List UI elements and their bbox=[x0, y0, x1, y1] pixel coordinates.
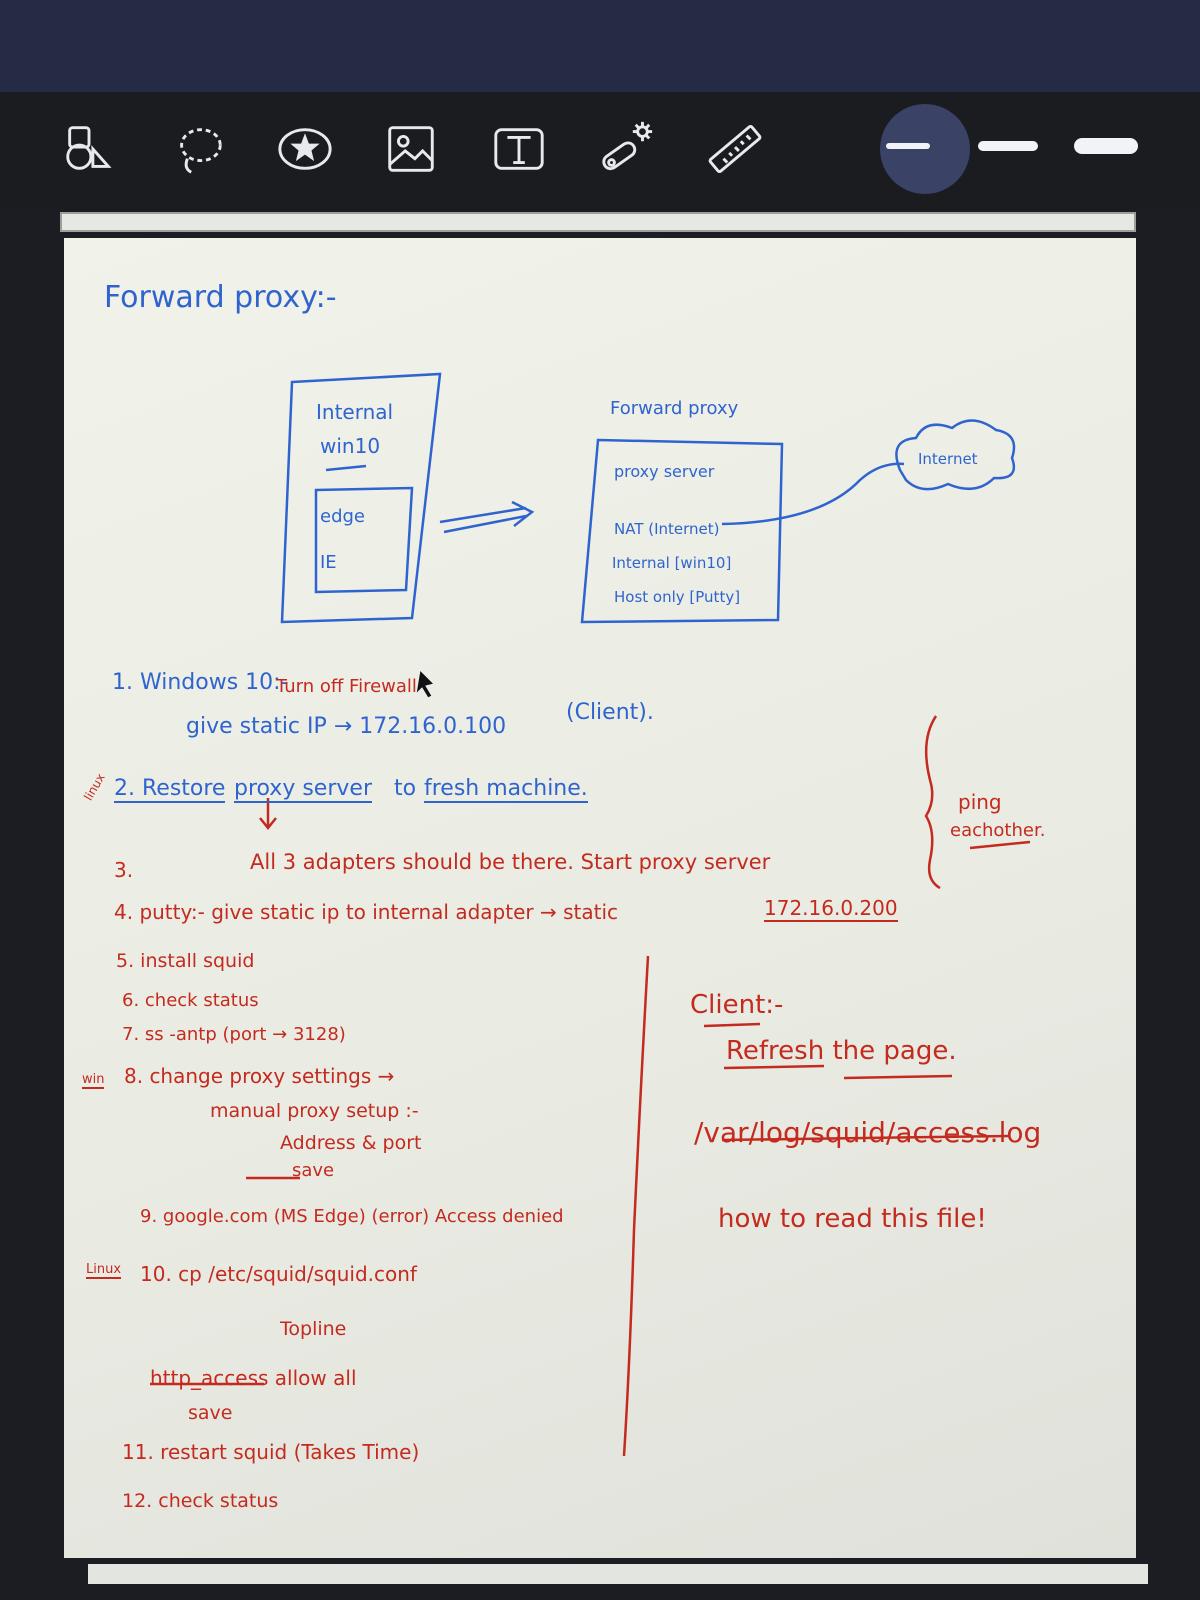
step-2-proxy-server: proxy server bbox=[234, 776, 372, 803]
image-icon[interactable] bbox=[380, 118, 442, 180]
step-8-side-note: win bbox=[82, 1072, 105, 1089]
proxy-label: Forward proxy bbox=[610, 398, 739, 419]
step-12: 12. check status bbox=[122, 1490, 279, 1512]
step-4: 4. putty:- give static ip to internal ad… bbox=[114, 900, 619, 924]
step-11: 11. restart squid (Takes Time) bbox=[122, 1440, 420, 1464]
page-title: Forward proxy:- bbox=[104, 280, 337, 315]
step-3: All 3 adapters should be there. Start pr… bbox=[250, 850, 771, 874]
proxy-box-line1: proxy server bbox=[614, 462, 715, 481]
step-4-ip: 172.16.0.200 bbox=[764, 896, 898, 922]
proxy-box-line2: NAT (Internet) bbox=[614, 520, 720, 538]
pen-size-thin-icon bbox=[886, 143, 930, 149]
step-3-number: 3. bbox=[114, 858, 134, 882]
internet-label: Internet bbox=[918, 450, 978, 468]
previous-page-edge bbox=[60, 212, 1136, 232]
proxy-box-line3: Internal [win10] bbox=[612, 554, 732, 572]
step-1-firewall: Turn off Firewall bbox=[276, 676, 417, 697]
step-5: 5. install squid bbox=[116, 950, 255, 972]
step-9: 9. google.com (MS Edge) (error) Access d… bbox=[140, 1206, 564, 1227]
step-7: 7. ss -antp (port → 3128) bbox=[122, 1024, 346, 1045]
pen-size-thin-button[interactable] bbox=[880, 104, 970, 194]
next-page-edge bbox=[88, 1564, 1148, 1584]
client-box-line1: Internal bbox=[316, 400, 394, 424]
client-heading: Client:- bbox=[690, 990, 784, 1020]
step-8: 8. change proxy settings → bbox=[124, 1064, 395, 1088]
how-to-read-note: how to read this file! bbox=[718, 1204, 987, 1234]
eachother-note: eachother. bbox=[950, 820, 1046, 841]
shapes-icon[interactable] bbox=[58, 118, 120, 180]
log-path: /var/log/squid/access.log bbox=[694, 1116, 1042, 1149]
pen-size-medium-button[interactable] bbox=[978, 141, 1038, 151]
step-2-to: to bbox=[394, 776, 417, 801]
step-6: 6. check status bbox=[122, 990, 259, 1011]
browser-edge: edge bbox=[320, 506, 365, 527]
drawing-toolbar bbox=[0, 92, 1200, 210]
ping-note: ping bbox=[958, 790, 1002, 814]
client-box-line2: win10 bbox=[320, 434, 381, 458]
step-10-topline: Topline bbox=[280, 1318, 347, 1340]
step-8-address: Address & port bbox=[280, 1132, 422, 1154]
step-1-static-ip: give static IP → 172.16.0.100 bbox=[186, 714, 507, 739]
step-1-client: (Client). bbox=[566, 700, 654, 725]
step-10-http-access: http_access allow all bbox=[150, 1366, 357, 1390]
refresh-note: Refresh the page. bbox=[726, 1036, 957, 1066]
step-2-restore: 2. Restore bbox=[114, 776, 226, 803]
lasso-select-icon[interactable] bbox=[168, 118, 230, 180]
note-page[interactable] bbox=[64, 238, 1136, 1558]
proxy-box-line4: Host only [Putty] bbox=[614, 588, 741, 606]
step-10-save: save bbox=[188, 1402, 233, 1424]
step-10-side-note: Linux bbox=[86, 1262, 122, 1279]
text-tool-icon[interactable] bbox=[488, 118, 550, 180]
step-2-fresh-machine: fresh machine. bbox=[424, 776, 588, 803]
window-top-bar bbox=[0, 0, 1200, 92]
browser-ie: IE bbox=[320, 552, 337, 573]
laser-pointer-icon[interactable] bbox=[596, 118, 658, 180]
step-8-manual: manual proxy setup :- bbox=[210, 1100, 419, 1122]
step-1-heading: 1. Windows 10:- bbox=[112, 670, 289, 695]
sticker-icon[interactable] bbox=[274, 118, 336, 180]
step-8-save: save bbox=[292, 1160, 335, 1181]
pen-size-thick-button[interactable] bbox=[1074, 138, 1138, 154]
step-10: 10. cp /etc/squid/squid.conf bbox=[140, 1262, 417, 1286]
ruler-icon[interactable] bbox=[704, 118, 766, 180]
